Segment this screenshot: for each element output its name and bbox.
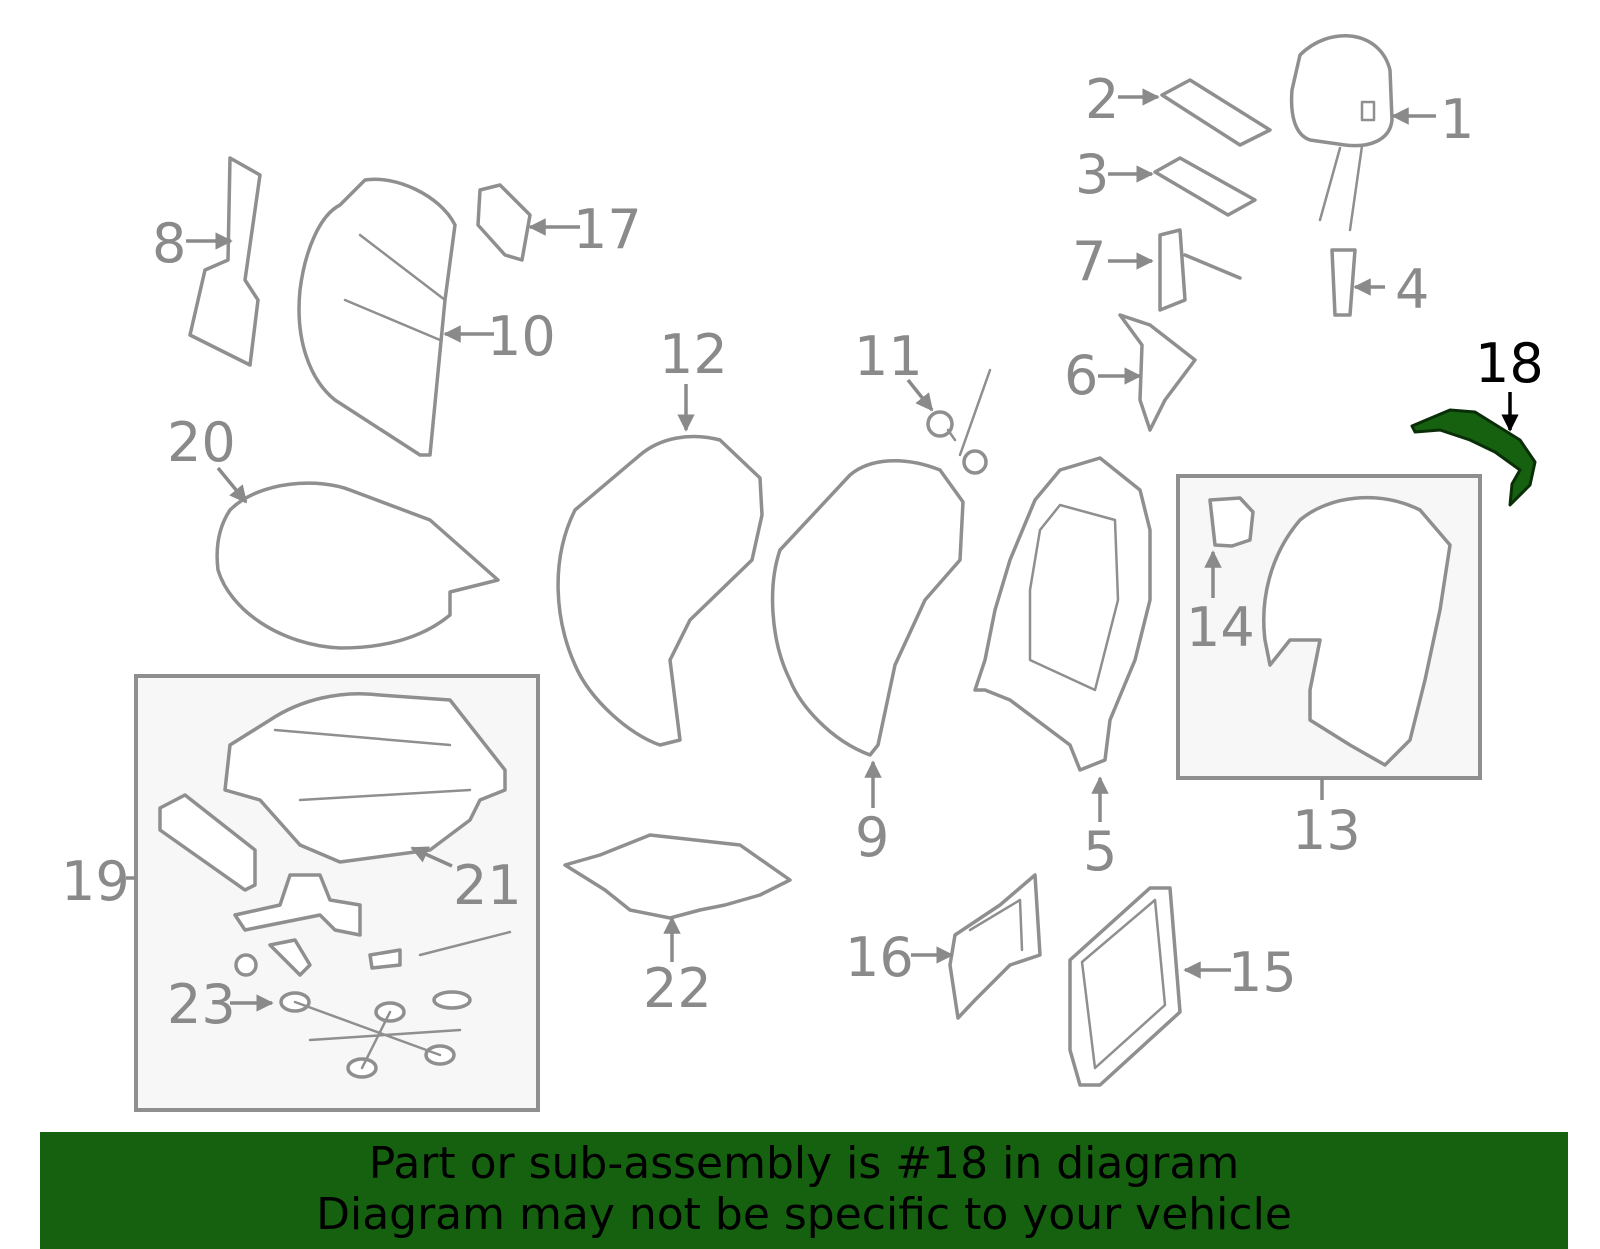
part-14-clip[interactable]	[1208, 496, 1255, 548]
callout-7[interactable]: 7	[1072, 230, 1106, 293]
callout-15[interactable]: 15	[1228, 941, 1297, 1004]
part-13-back-panel[interactable]	[1262, 495, 1452, 767]
callout-22[interactable]: 22	[643, 957, 712, 1020]
part-6-bracket[interactable]	[1118, 313, 1197, 432]
callout-23[interactable]: 23	[167, 973, 236, 1036]
callout-2[interactable]: 2	[1085, 68, 1119, 131]
callout-14[interactable]: 14	[1186, 596, 1255, 659]
callout-1[interactable]: 1	[1440, 88, 1474, 151]
part-1-headrest[interactable]	[1289, 33, 1394, 232]
callout-labels: 1 2 3 4 5 6 7 8 9 10 11 12 13 14 15 16 1…	[61, 68, 1544, 1036]
callout-16[interactable]: 16	[845, 926, 914, 989]
callout-20[interactable]: 20	[167, 411, 236, 474]
part-5-backrest-frame[interactable]	[973, 456, 1152, 772]
part-7-bracket[interactable]	[1158, 228, 1242, 312]
part-8-support[interactable]	[188, 156, 262, 367]
part-21-seat-cushion[interactable]	[223, 691, 507, 864]
part-10-back-frame[interactable]	[297, 177, 457, 457]
info-banner: Part or sub-assembly is #18 in diagram D…	[40, 1132, 1568, 1249]
part-18-trim-highlighted[interactable]	[1410, 408, 1537, 507]
part-9-backrest-pad[interactable]	[770, 459, 965, 757]
callout-11[interactable]: 11	[854, 325, 923, 388]
part-2-pad[interactable]	[1160, 78, 1272, 147]
part-15-back-board[interactable]	[1068, 886, 1182, 1087]
callout-17[interactable]: 17	[573, 198, 642, 261]
part-11-sensor[interactable]	[926, 368, 992, 475]
callout-4[interactable]: 4	[1395, 258, 1429, 321]
callout-3[interactable]: 3	[1075, 143, 1109, 206]
part-22-cushion-mat[interactable]	[563, 833, 792, 920]
callout-8[interactable]: 8	[152, 212, 186, 275]
part-16-side-panel[interactable]	[948, 873, 1042, 1020]
banner-line-1: Part or sub-assembly is #18 in diagram	[368, 1138, 1240, 1189]
part-3-pad[interactable]	[1153, 156, 1257, 217]
banner-line-2: Diagram may not be specific to your vehi…	[316, 1189, 1292, 1240]
callout-6[interactable]: 6	[1064, 344, 1098, 407]
callout-13[interactable]: 13	[1292, 799, 1361, 862]
part-17-clip[interactable]	[476, 183, 532, 262]
callout-19[interactable]: 19	[61, 850, 130, 913]
cushion-mechanism[interactable]	[233, 873, 512, 1079]
callout-10[interactable]: 10	[487, 305, 556, 368]
part-4-guide[interactable]	[1330, 248, 1357, 317]
callout-5[interactable]: 5	[1083, 820, 1117, 883]
callout-18[interactable]: 18	[1475, 332, 1544, 395]
callout-9[interactable]: 9	[855, 806, 889, 869]
leader-lines	[126, 88, 1519, 1012]
part-12-backrest-cover[interactable]	[556, 434, 764, 747]
part-20-cushion-pad[interactable]	[215, 481, 500, 650]
callout-12[interactable]: 12	[659, 323, 728, 386]
part-19-bolster[interactable]	[158, 793, 257, 892]
callout-21[interactable]: 21	[453, 854, 522, 917]
